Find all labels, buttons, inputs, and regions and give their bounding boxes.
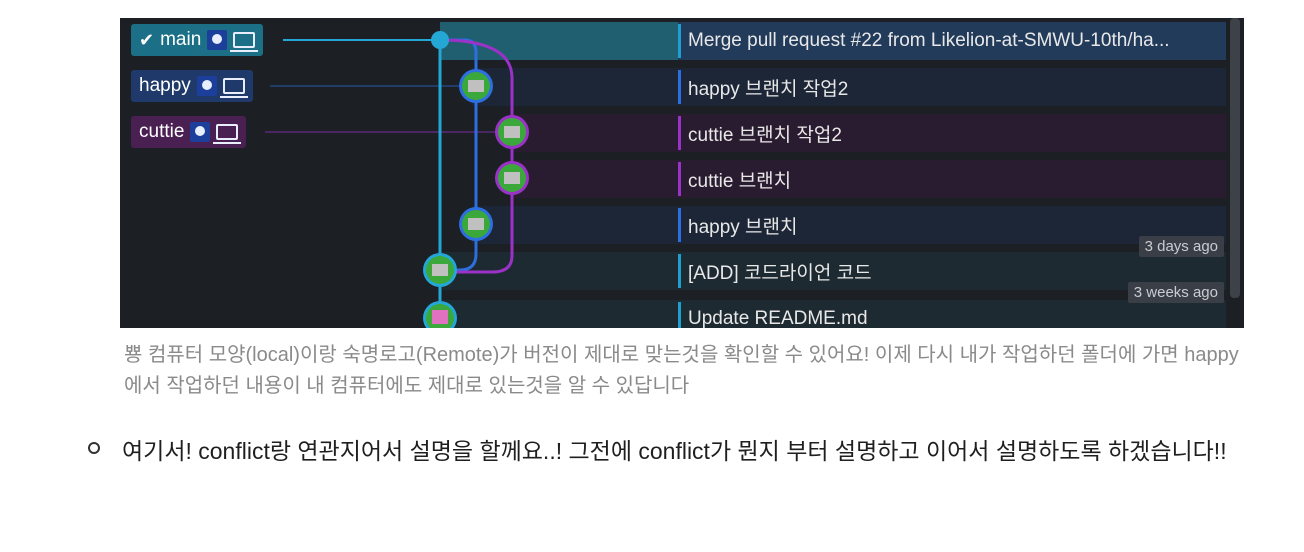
scrollbar[interactable]: [1230, 18, 1240, 298]
commit-avatar: [495, 161, 529, 195]
branch-bar: [678, 70, 681, 104]
commit-message: Update README.md: [688, 308, 868, 328]
ref-main[interactable]: ✔ main: [131, 24, 264, 56]
branch-bar: [678, 208, 681, 242]
commit-message: cuttie 브랜치 작업2: [688, 124, 842, 146]
timestamp-badge: 3 weeks ago: [1127, 282, 1224, 303]
commit-row[interactable]: cuttie 브랜치: [678, 160, 1226, 198]
ref-cuttie[interactable]: cuttie: [131, 116, 247, 148]
ref-label: cuttie: [139, 121, 185, 142]
commit-message: happy 브랜치: [688, 216, 798, 238]
image-caption: 뿅 컴퓨터 모양(local)이랑 숙명로고(Remote)가 버전이 제대로 …: [124, 344, 1239, 397]
commit-row[interactable]: [ADD] 코드라이언 코드: [678, 252, 1226, 290]
ref-label: happy: [139, 75, 191, 96]
commit-row[interactable]: happy 브랜치 작업2: [678, 68, 1226, 106]
commit-row[interactable]: Update README.md: [678, 300, 1226, 328]
git-graph-panel: ✔ main happy cuttie Merge pull request #…: [120, 18, 1244, 328]
list-item: 여기서! conflict랑 연관지어서 설명을 할께요..! 그전에 conf…: [88, 432, 1268, 470]
commit-avatar: [423, 253, 457, 287]
laptop-icon: [219, 78, 248, 98]
laptop-icon: [213, 124, 242, 144]
commit-message: Merge pull request #22 from Likelion-at-…: [688, 30, 1170, 51]
commit-row[interactable]: cuttie 브랜치 작업2: [678, 114, 1226, 152]
branch-bar: [678, 254, 681, 288]
remote-logo-icon: [207, 30, 228, 50]
list-item-text: 여기서! conflict랑 연관지어서 설명을 할께요..! 그전에 conf…: [122, 438, 1227, 464]
remote-logo-icon: [196, 76, 217, 96]
branch-bar: [678, 116, 681, 150]
commit-avatar: [423, 301, 457, 328]
commit-row[interactable]: Merge pull request #22 from Likelion-at-…: [678, 22, 1226, 60]
remote-logo-icon: [190, 122, 211, 142]
commit-avatar: [459, 207, 493, 241]
timestamp-badge: 3 days ago: [1138, 236, 1224, 257]
check-icon: ✔: [139, 29, 155, 50]
branch-graph: [265, 22, 1226, 328]
branch-bar: [678, 24, 681, 58]
ref-label: main: [160, 29, 202, 50]
commit-message: happy 브랜치 작업2: [688, 78, 849, 100]
bullet-icon: [88, 442, 100, 454]
commit-message: [ADD] 코드라이언 코드: [688, 262, 872, 284]
ref-happy[interactable]: happy: [131, 70, 253, 102]
branch-bar: [678, 162, 681, 196]
commit-message: cuttie 브랜치: [688, 170, 792, 192]
branch-bar: [678, 302, 681, 328]
commit-row[interactable]: happy 브랜치: [678, 206, 1226, 244]
commit-avatar: [459, 69, 493, 103]
laptop-icon: [230, 32, 259, 52]
commit-avatar: [495, 115, 529, 149]
